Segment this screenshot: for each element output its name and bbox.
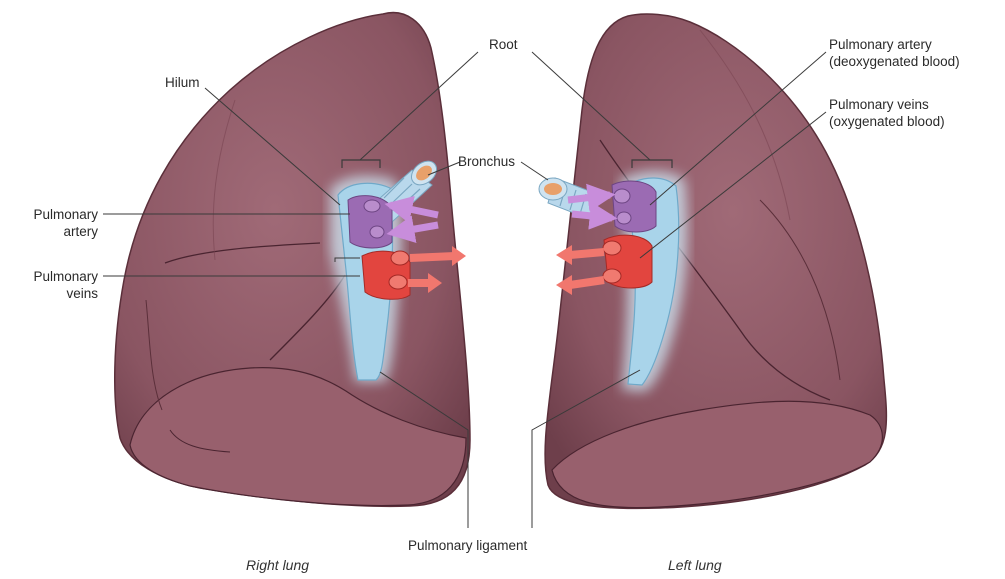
label-right-artery-line2: artery [6, 223, 98, 240]
left-lung [545, 14, 886, 508]
label-right-veins-line1: Pulmonary [6, 268, 98, 285]
label-pulmonary-ligament: Pulmonary ligament [408, 537, 527, 554]
label-right-pulmonary-veins: Pulmonary veins [6, 268, 98, 302]
caption-left-lung: Left lung [668, 557, 722, 573]
label-left-veins-line1: Pulmonary veins [829, 96, 945, 113]
label-root: Root [489, 36, 518, 53]
label-right-artery-line1: Pulmonary [6, 206, 98, 223]
label-right-veins-line2: veins [6, 285, 98, 302]
label-bronchus: Bronchus [458, 153, 515, 170]
label-right-pulmonary-artery: Pulmonary artery [6, 206, 98, 240]
label-left-pulmonary-artery: Pulmonary artery (deoxygenated blood) [829, 36, 960, 70]
label-left-pulmonary-veins: Pulmonary veins (oxygenated blood) [829, 96, 945, 130]
label-left-artery-line1: Pulmonary artery [829, 36, 960, 53]
label-left-artery-line2: (deoxygenated blood) [829, 53, 960, 70]
label-left-veins-line2: (oxygenated blood) [829, 113, 945, 130]
caption-right-lung: Right lung [246, 557, 309, 573]
label-hilum: Hilum [165, 74, 200, 91]
